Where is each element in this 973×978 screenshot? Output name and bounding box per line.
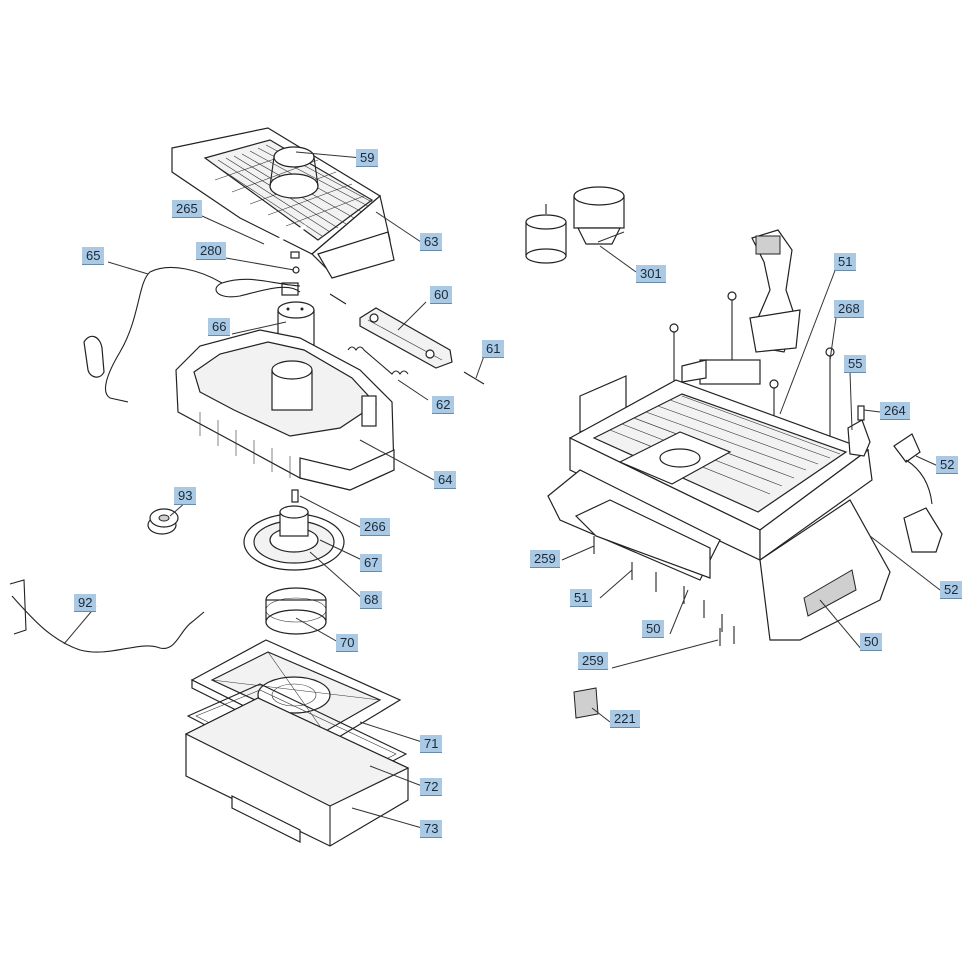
- callout-52-lower: 52: [940, 581, 963, 599]
- callout-259-lower: 259: [578, 652, 608, 670]
- callout-64: 64: [434, 471, 457, 489]
- callout-72: 72: [420, 778, 443, 796]
- callout-301: 301: [636, 265, 666, 283]
- callout-70: 70: [336, 634, 359, 652]
- callout-71: 71: [420, 735, 443, 753]
- callout-65: 65: [82, 247, 105, 265]
- part-hose-adapters: [525, 186, 625, 264]
- callout-60: 60: [430, 286, 453, 304]
- callout-59: 59: [356, 149, 379, 167]
- callout-266: 266: [360, 518, 390, 536]
- callout-55: 55: [844, 355, 867, 373]
- callout-92: 92: [74, 594, 97, 612]
- callout-51-lower: 51: [570, 589, 593, 607]
- callout-259-left: 259: [530, 550, 560, 568]
- part-main-frame: [547, 359, 891, 641]
- callout-67: 67: [360, 554, 383, 572]
- callout-73: 73: [420, 820, 443, 838]
- callout-280: 280: [196, 242, 226, 260]
- callout-50-right: 50: [860, 633, 883, 651]
- part-housing: [175, 329, 395, 491]
- callout-93: 93: [174, 487, 197, 505]
- callout-63: 63: [420, 233, 443, 251]
- part-upper-cover: [171, 127, 395, 279]
- callout-264: 264: [880, 402, 910, 420]
- callout-66: 66: [208, 318, 231, 336]
- callout-62: 62: [432, 396, 455, 414]
- callout-68: 68: [360, 591, 383, 609]
- callout-265: 265: [172, 200, 202, 218]
- callout-268: 268: [834, 300, 864, 318]
- callout-61: 61: [482, 340, 505, 358]
- callout-221: 221: [610, 710, 640, 728]
- callout-51-upper: 51: [834, 253, 857, 271]
- callout-50-left: 50: [642, 620, 665, 638]
- callout-52-upper: 52: [936, 456, 959, 474]
